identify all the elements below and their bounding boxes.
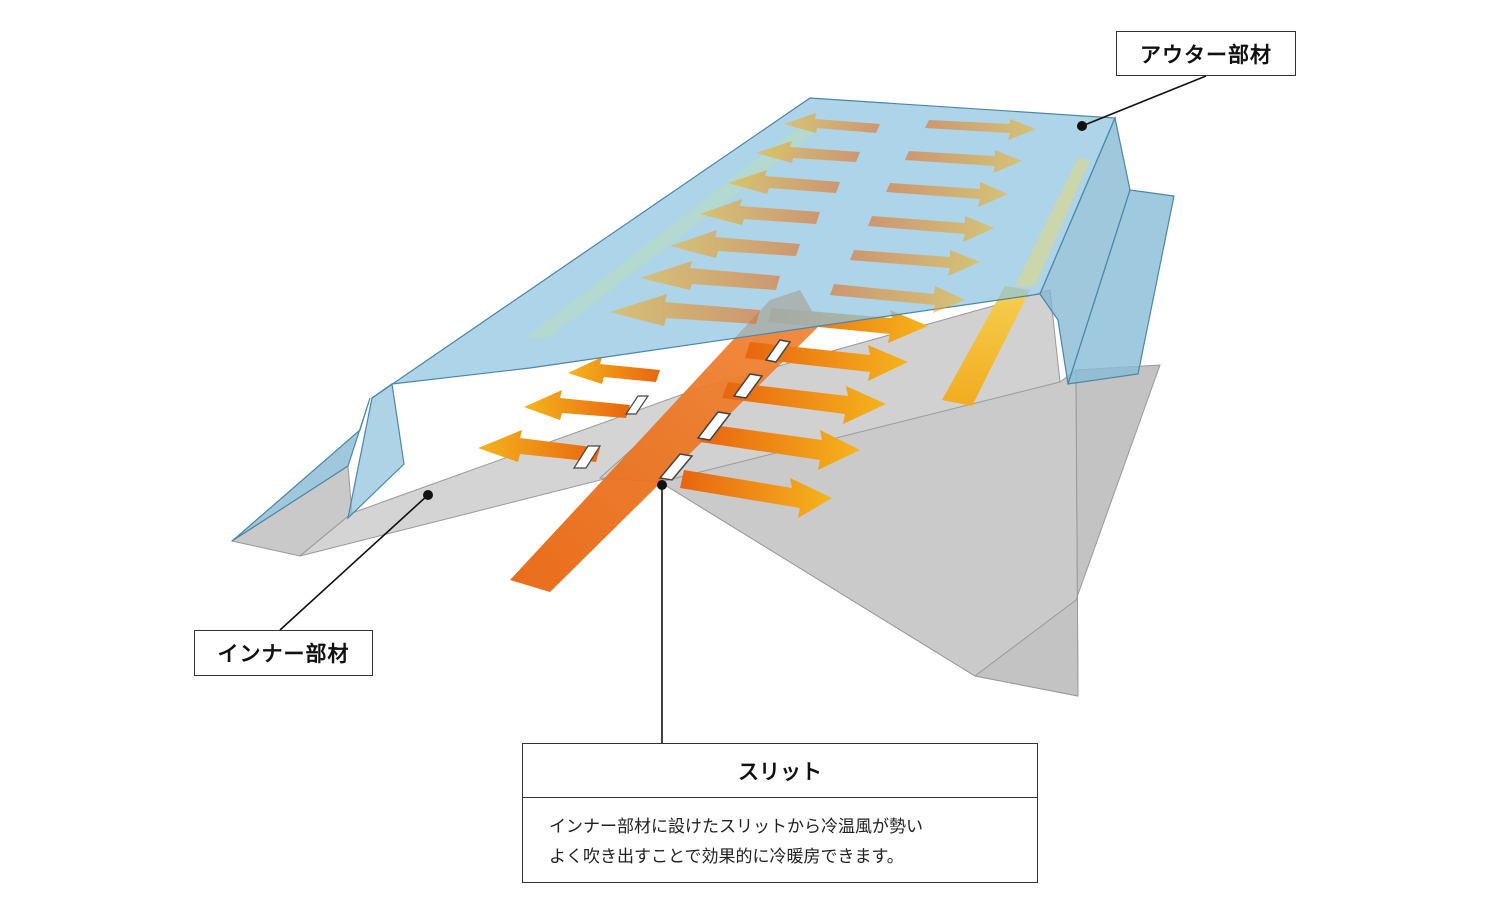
- covered-arrow: [756, 141, 860, 163]
- covered-arrow: [925, 119, 1036, 140]
- covered-arrow: [640, 261, 780, 290]
- side-airflow-arrow: [942, 286, 1030, 406]
- slit-description-line: インナー部材に設けたスリットから冷温風が勢い: [549, 817, 923, 837]
- inner-airflow: [478, 286, 1030, 592]
- inner-member-label: インナー部材: [194, 630, 373, 676]
- slit-leader-dot: [657, 480, 667, 490]
- slit: [732, 373, 764, 399]
- slit: [572, 445, 602, 469]
- left-airflow-arrow: [568, 357, 660, 384]
- slit-description-line: よく吹き出すことで効果的に冷暖房できます。: [549, 847, 904, 867]
- inner-leader-line: [279, 494, 429, 631]
- outer-left-flange: [231, 397, 371, 542]
- outer-side-airflow: [1015, 158, 1090, 286]
- covered-arrow: [610, 294, 760, 326]
- covered-arrow: [905, 150, 1022, 173]
- covered-arrow: [784, 113, 880, 133]
- left-airflow-arrow: [478, 430, 600, 462]
- slit: [764, 339, 792, 363]
- right-airflow-arrow: [700, 424, 860, 470]
- right-airflow-arrow: [680, 470, 832, 518]
- covered-airflow: [610, 113, 1036, 326]
- covered-arrow: [886, 182, 1008, 207]
- slit: [624, 395, 650, 415]
- left-airflow-arrow: [524, 390, 630, 420]
- outer-leader-line: [1081, 75, 1207, 127]
- slit-title: スリット: [523, 744, 1037, 798]
- outer-leader-dot: [1077, 121, 1087, 131]
- leader-lines: [279, 75, 1207, 743]
- covered-arrow: [830, 284, 965, 313]
- slit-description: インナー部材に設けたスリットから冷温風が勢い よく吹き出すことで効果的に冷暖房で…: [523, 798, 1037, 872]
- right-airflow-arrow: [722, 382, 886, 424]
- outer-member-label: アウター部材: [1116, 31, 1296, 76]
- axial-airflow-arrow: [510, 290, 820, 592]
- covered-arrow: [700, 199, 820, 225]
- inner-leader-dot: [423, 490, 433, 500]
- covered-arrow: [868, 216, 994, 242]
- covered-arrow: [850, 250, 980, 276]
- right-airflow-arrow: [745, 342, 908, 381]
- covered-arrow: [728, 170, 840, 194]
- outer-right-flange: [1067, 189, 1175, 385]
- covered-arrow: [670, 230, 800, 258]
- slit: [696, 411, 732, 441]
- slit: [658, 453, 694, 481]
- slit-callout: スリット インナー部材に設けたスリットから冷温風が勢い よく吹き出すことで効果的…: [522, 743, 1038, 883]
